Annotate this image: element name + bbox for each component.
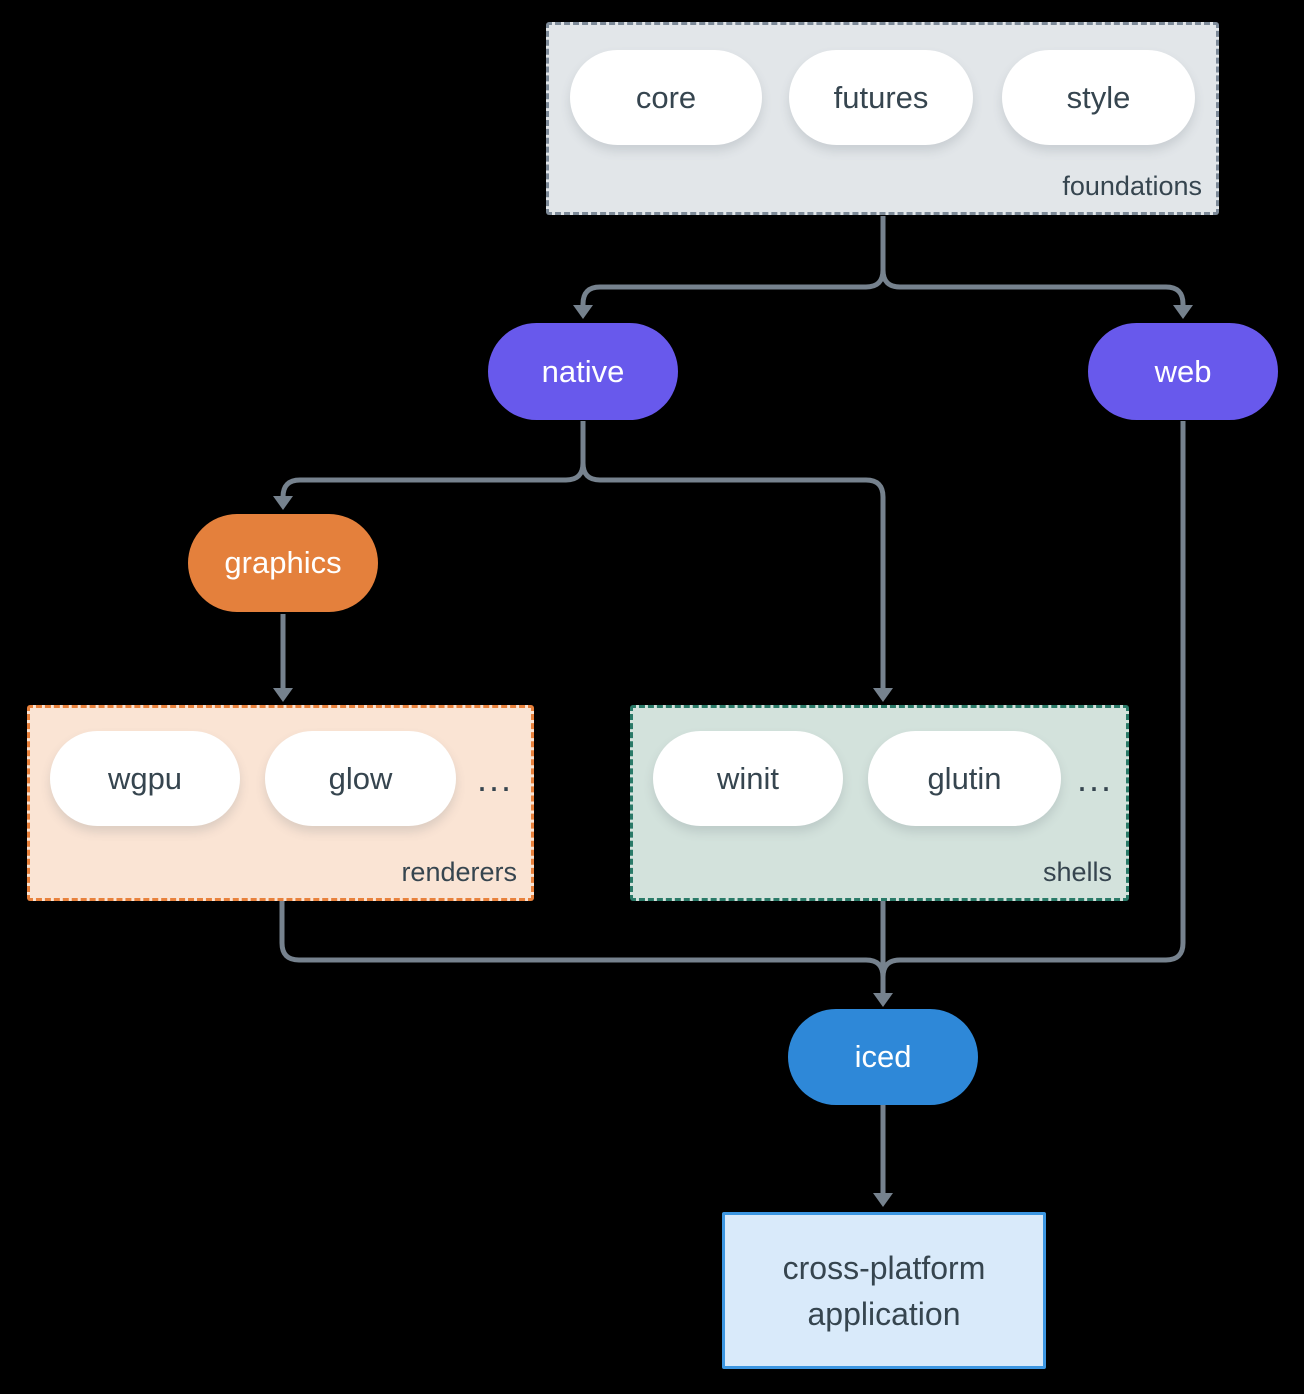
node-wgpu: wgpu: [50, 731, 240, 826]
edge-foundations-native: [580, 216, 886, 307]
arrowhead-iced: [873, 993, 893, 1007]
node-graphics: graphics: [188, 514, 378, 612]
edge-foundations-web: [880, 216, 1186, 307]
application-label-line1: cross-platform: [782, 1249, 986, 1286]
node-iced: iced: [788, 1009, 978, 1105]
node-wgpu-label: wgpu: [107, 760, 183, 796]
group-shells-label: shells: [1042, 857, 1112, 887]
node-web-label: web: [1154, 353, 1212, 389]
node-web: web: [1088, 323, 1278, 420]
edge-native-graphics: [280, 421, 586, 498]
node-cross-platform-application: cross-platform application: [722, 1212, 1046, 1369]
node-native: native: [488, 323, 678, 420]
renderers-ellipsis: ...: [476, 757, 513, 799]
group-foundations: core futures style foundations: [546, 22, 1219, 215]
application-label-line2: application: [807, 1295, 961, 1332]
arrowhead-renderers: [273, 688, 293, 702]
node-glutin-label: glutin: [927, 760, 1002, 796]
group-foundations-label: foundations: [1062, 171, 1202, 201]
edge-renderers-merge: [279, 901, 886, 978]
node-core-label: core: [635, 79, 697, 115]
node-winit: winit: [653, 731, 843, 826]
group-renderers-label: renderers: [401, 857, 517, 887]
node-glutin: glutin: [868, 731, 1061, 826]
arrowhead-application: [873, 1193, 893, 1207]
node-futures: futures: [789, 50, 973, 145]
shells-ellipsis: ...: [1076, 757, 1113, 799]
arrowhead-shells: [873, 688, 893, 702]
arrowhead-native: [573, 305, 593, 319]
node-core: core: [570, 50, 762, 145]
node-graphics-label: graphics: [224, 545, 342, 580]
edge-native-shells: [580, 421, 886, 689]
group-shells: winit glutin ... shells: [630, 705, 1129, 901]
node-glow: glow: [265, 731, 456, 826]
node-futures-label: futures: [833, 79, 929, 115]
node-style: style: [1002, 50, 1195, 145]
node-native-label: native: [541, 353, 625, 389]
node-winit-label: winit: [716, 760, 779, 796]
node-iced-label: iced: [854, 1039, 912, 1074]
node-style-label: style: [1066, 79, 1131, 115]
arrowhead-graphics: [273, 496, 293, 510]
node-glow-label: glow: [328, 760, 393, 796]
arrowhead-web: [1173, 305, 1193, 319]
group-renderers: wgpu glow ... renderers: [27, 705, 534, 901]
